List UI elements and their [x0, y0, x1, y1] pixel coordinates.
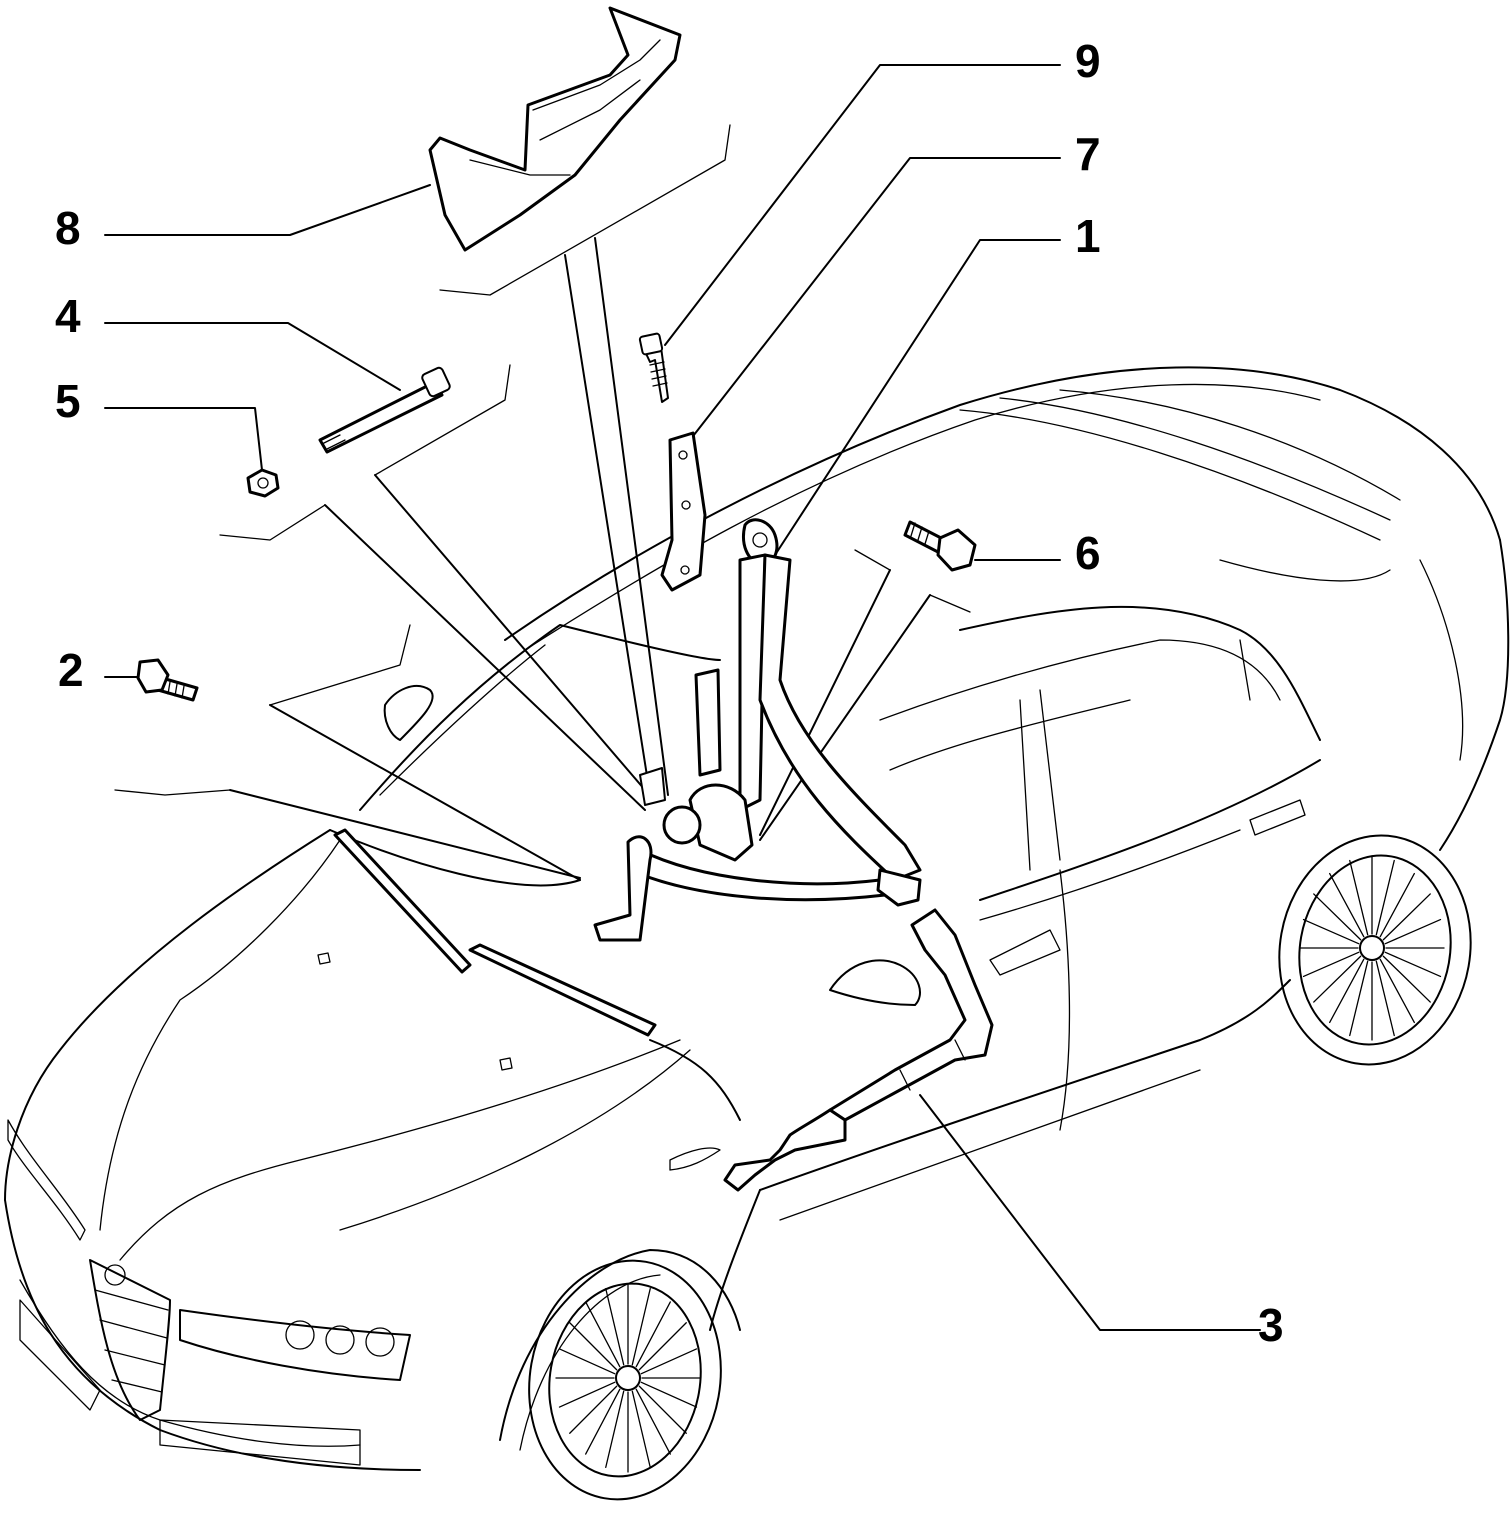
callout-6: 6 — [1075, 527, 1101, 579]
callout-7: 7 — [1075, 128, 1101, 180]
wheel-spoke — [1349, 859, 1369, 936]
wheel-spoke — [635, 1301, 671, 1368]
wheel-spoke — [640, 1381, 698, 1408]
wheel-spoke — [1313, 893, 1362, 941]
front-wheel — [528, 1259, 722, 1501]
wheel-spoke — [631, 1287, 651, 1366]
wheel-spoke — [1375, 960, 1395, 1037]
wheel-spoke — [585, 1388, 621, 1455]
wheel-spoke — [1382, 893, 1431, 941]
wheel-spoke — [1313, 955, 1362, 1003]
callout-9: 9 — [1075, 35, 1101, 87]
callout-1: 1 — [1075, 210, 1101, 262]
callout-3: 3 — [1258, 1299, 1284, 1351]
callout-8: 8 — [55, 202, 81, 254]
wheel-spoke — [631, 1390, 651, 1469]
callout-2: 2 — [58, 644, 84, 696]
wheel-spoke — [1384, 918, 1442, 945]
wheel-spoke — [1382, 955, 1431, 1003]
car-outline — [4, 366, 1510, 1471]
wheel-spoke — [605, 1287, 625, 1366]
wheel-spoke — [1384, 951, 1442, 978]
wheel-spoke — [640, 1348, 698, 1375]
wheel-spoke — [638, 1322, 687, 1371]
wheel-spoke — [558, 1381, 616, 1408]
part-1-seat-belt — [593, 518, 922, 942]
wheel-spoke — [1379, 872, 1415, 938]
leader-lines — [104, 64, 1261, 1331]
part-7-bracket — [660, 431, 707, 592]
callout-4: 4 — [55, 290, 81, 342]
rear-wheel — [1278, 834, 1472, 1066]
wheel-spoke — [1329, 872, 1365, 938]
wheel-spoke — [558, 1348, 616, 1375]
part-3-buckle — [723, 908, 994, 1192]
part-8-trim-cover — [428, 6, 682, 252]
wheel-spoke — [1329, 958, 1365, 1024]
wheel-spoke — [1349, 960, 1369, 1037]
wheel-spoke — [1375, 859, 1395, 936]
wheel-spoke — [585, 1301, 621, 1368]
part-4-long-bolt — [318, 366, 451, 454]
wheel-spoke — [569, 1385, 618, 1434]
wheel-spoke — [1302, 951, 1360, 978]
wheel-spoke — [1302, 918, 1360, 945]
part-5-nut — [246, 468, 280, 498]
callout-5: 5 — [55, 375, 81, 427]
wheel-spoke — [635, 1388, 671, 1455]
wheel-spoke — [569, 1322, 618, 1371]
part-6-flange-bolt — [903, 520, 977, 572]
wheel-spoke — [638, 1385, 687, 1434]
wheel-spoke — [1379, 958, 1415, 1024]
part-9-bolt — [638, 332, 669, 403]
part-2-bolt — [136, 658, 199, 702]
wheel-spoke — [605, 1390, 625, 1469]
